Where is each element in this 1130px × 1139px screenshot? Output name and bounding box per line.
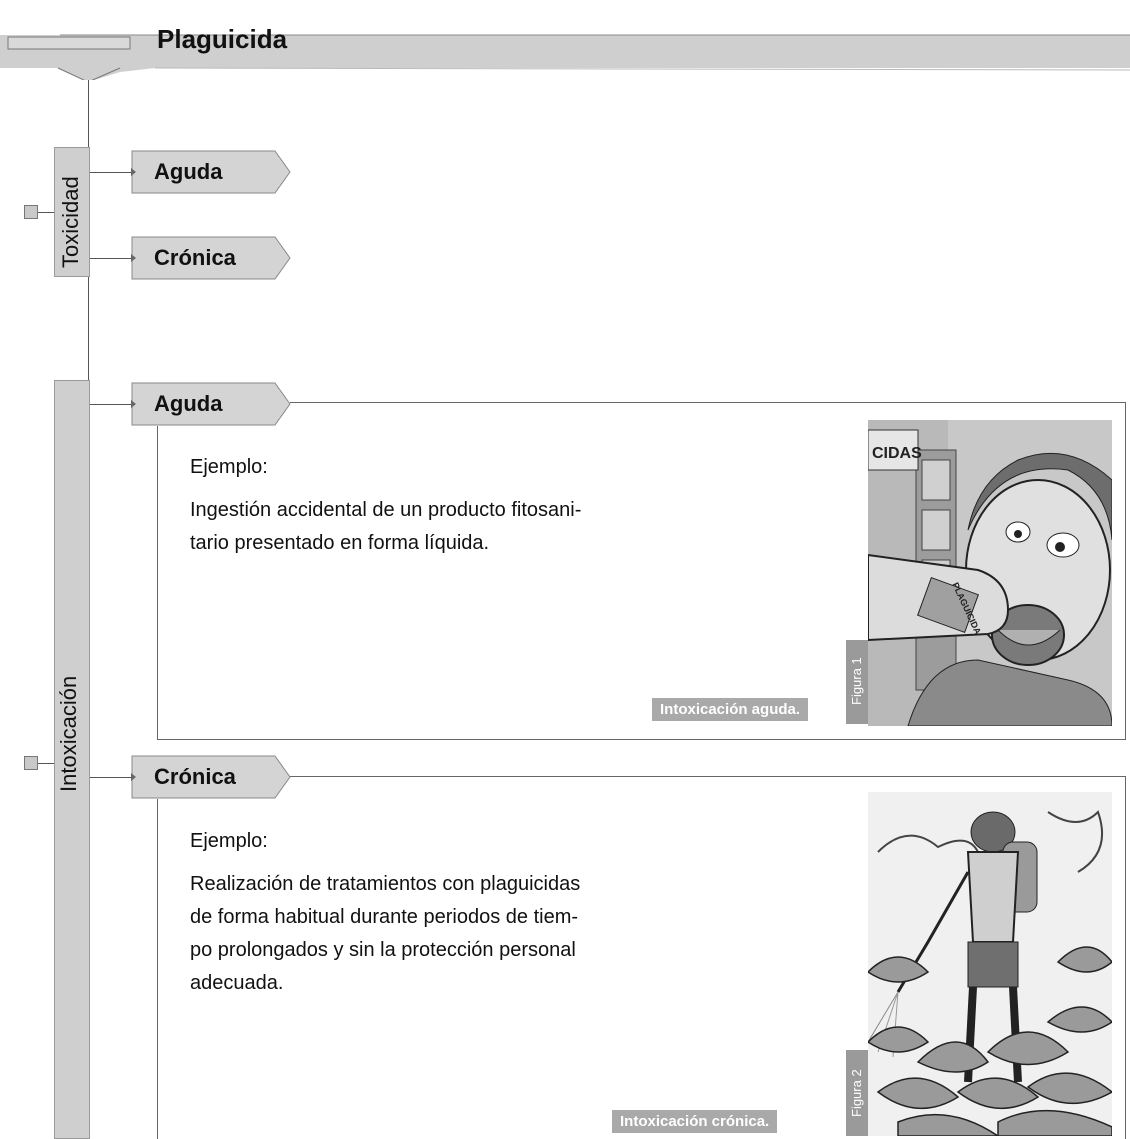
toxicidad-marker bbox=[24, 205, 38, 219]
example-label: Ejemplo: bbox=[190, 830, 268, 852]
figure-caption: Intoxicación crónica. bbox=[612, 1110, 778, 1133]
panel-top-border bbox=[290, 402, 1126, 403]
toxicidad-label: Toxicidad bbox=[58, 176, 83, 268]
example-text: Realización de tratamientos con plaguici… bbox=[190, 868, 710, 1000]
figure-number: Figura 1 bbox=[849, 657, 864, 705]
diagram-title: Plaguicida bbox=[157, 24, 288, 54]
example-line: adecuada. bbox=[190, 972, 284, 994]
connector bbox=[90, 777, 134, 778]
tab-intoxicacion-aguda: Aguda bbox=[130, 382, 292, 426]
example-text: Ingestión accidental de un producto fito… bbox=[190, 494, 710, 560]
example-label: Ejemplo: bbox=[190, 456, 268, 478]
intoxicacion-label: Intoxicación bbox=[56, 675, 81, 792]
svg-text:CIDAS: CIDAS bbox=[872, 445, 922, 462]
figure-2-illustration bbox=[868, 792, 1112, 1136]
connector bbox=[90, 172, 134, 173]
tab-label: Aguda bbox=[154, 391, 223, 416]
connector bbox=[90, 404, 134, 405]
figure-number: Figura 2 bbox=[849, 1069, 864, 1117]
example-line: po prolongados y sin la protección perso… bbox=[190, 939, 576, 961]
tab-intoxicacion-cronica: Crónica bbox=[130, 755, 292, 799]
header-banner-shape bbox=[0, 34, 1130, 80]
example-line: Realización de tratamientos con plaguici… bbox=[190, 873, 581, 895]
connector bbox=[38, 212, 54, 213]
panel-bottom-border bbox=[157, 739, 1126, 740]
figure-caption: Intoxicación aguda. bbox=[652, 698, 809, 721]
panel-left-border bbox=[157, 426, 158, 740]
panel-top-border bbox=[290, 776, 1126, 777]
intoxicacion-marker bbox=[24, 756, 38, 770]
figure-number-tab: Figura 2 bbox=[846, 1050, 868, 1136]
tab-label: Crónica bbox=[154, 764, 236, 789]
tab-label: Aguda bbox=[154, 159, 223, 184]
figure-number-tab: Figura 1 bbox=[846, 640, 868, 724]
child-drinking-illustration: CIDAS PLAGUICIDA bbox=[868, 420, 1112, 726]
connector bbox=[90, 258, 134, 259]
connector bbox=[38, 763, 54, 764]
toxicidad-box bbox=[54, 147, 90, 277]
tab-label: Crónica bbox=[154, 245, 236, 270]
panel-right-border bbox=[1125, 776, 1126, 1139]
example-line: de forma habitual durante periodos de ti… bbox=[190, 906, 579, 928]
tab-toxicidad-cronica: Crónica bbox=[130, 236, 292, 280]
example-line: tario presentado en forma líquida. bbox=[190, 532, 490, 554]
tab-toxicidad-aguda: Aguda bbox=[130, 150, 292, 194]
example-line: Ingestión accidental de un producto fito… bbox=[190, 499, 582, 521]
intoxicacion-box bbox=[54, 380, 90, 1139]
panel-left-border bbox=[157, 799, 158, 1139]
panel-right-border bbox=[1125, 402, 1126, 740]
header-band bbox=[0, 10, 1130, 80]
figure-1-illustration: CIDAS PLAGUICIDA bbox=[868, 420, 1112, 726]
worker-spraying-illustration bbox=[868, 792, 1112, 1136]
